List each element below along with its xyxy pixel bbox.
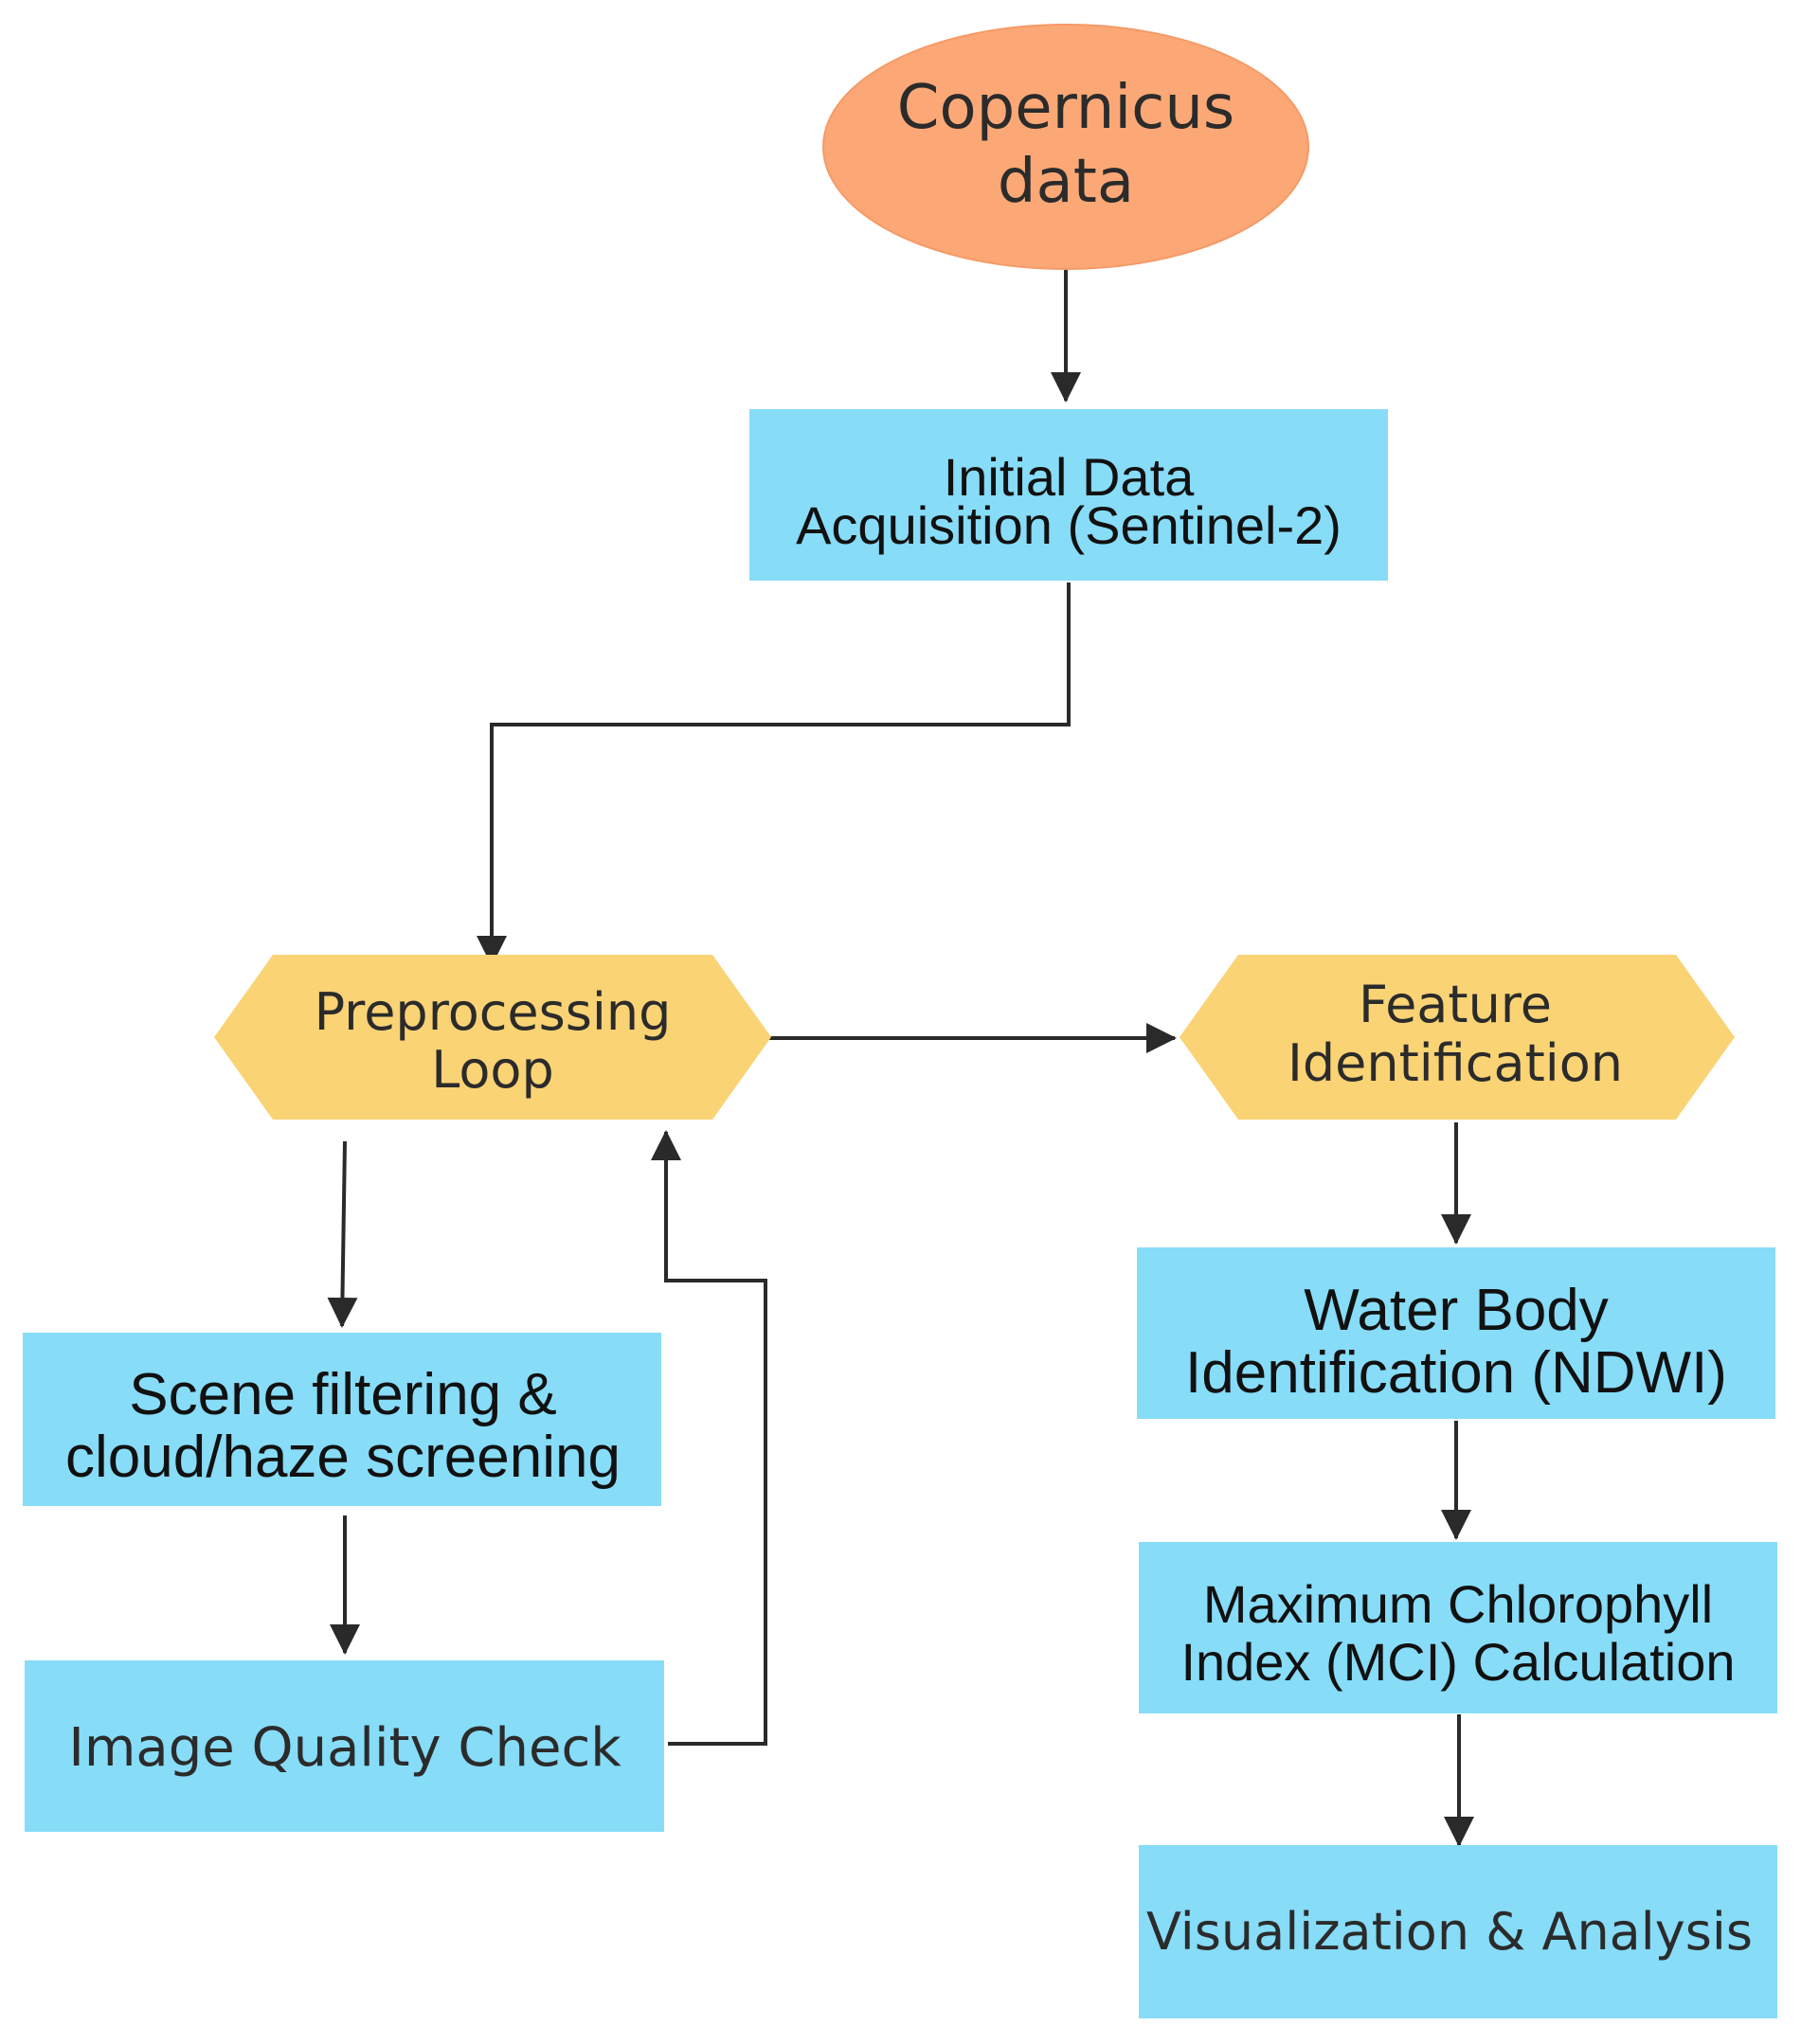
edge-quality-to-preprocessing (651, 1130, 767, 1746)
mci-label-line2: Index (MCI) Calculation (1180, 1632, 1735, 1692)
feature-label-line1: Feature (1359, 975, 1552, 1034)
feature-hexagon (1180, 955, 1735, 1120)
preprocessing-label-line1: Preprocessing (315, 982, 672, 1042)
node-preprocessing: Preprocessing Loop (214, 955, 771, 1120)
node-visualization: Visualization & Analysis (1139, 1845, 1777, 2018)
acquisition-label-line1: Initial Data (944, 447, 1195, 507)
visualization-box (1139, 1845, 1777, 2018)
edges (327, 270, 1474, 1847)
edge-acquisition-to-preprocessing (477, 583, 1071, 966)
feature-label-line2: Identification (1288, 1033, 1623, 1093)
copernicus-label-line2: data (998, 147, 1134, 217)
mci-box (1139, 1542, 1777, 1713)
edge-preprocessing-to-scene (327, 1140, 358, 1328)
preprocessing-hexagon (214, 955, 771, 1120)
scene-box (23, 1333, 661, 1506)
visualization-label: Visualization & Analysis (1146, 1902, 1753, 1962)
quality-box (25, 1660, 664, 1832)
scene-label-line2: cloud/haze screening (65, 1425, 621, 1490)
node-quality: Image Quality Check (25, 1660, 664, 1832)
node-acquisition: Initial Data Acquisition (Sentinel-2) (749, 409, 1388, 581)
copernicus-ellipse (822, 24, 1309, 270)
preprocessing-label-line2: Loop (431, 1040, 554, 1100)
quality-label: Image Quality Check (68, 1717, 621, 1779)
node-copernicus: Copernicus data (822, 24, 1309, 270)
node-scene: Scene filtering & cloud/haze screening (23, 1333, 661, 1506)
water-box (1137, 1247, 1775, 1419)
scene-label-line1: Scene filtering & (129, 1362, 556, 1427)
node-water: Water Body Identification (NDWI) (1137, 1247, 1775, 1419)
mci-label-line1: Maximum Chlorophyll (1203, 1574, 1713, 1634)
water-label-line1: Water Body (1304, 1278, 1609, 1343)
acquisition-box (749, 409, 1388, 581)
acquisition-label-line2: Acquisition (Sentinel-2) (796, 495, 1342, 555)
copernicus-label-line1: Copernicus (897, 73, 1234, 143)
water-label-line2: Identification (NDWI) (1185, 1340, 1727, 1406)
node-feature: Feature Identification (1180, 955, 1735, 1120)
node-mci: Maximum Chlorophyll Index (MCI) Calculat… (1139, 1542, 1777, 1713)
